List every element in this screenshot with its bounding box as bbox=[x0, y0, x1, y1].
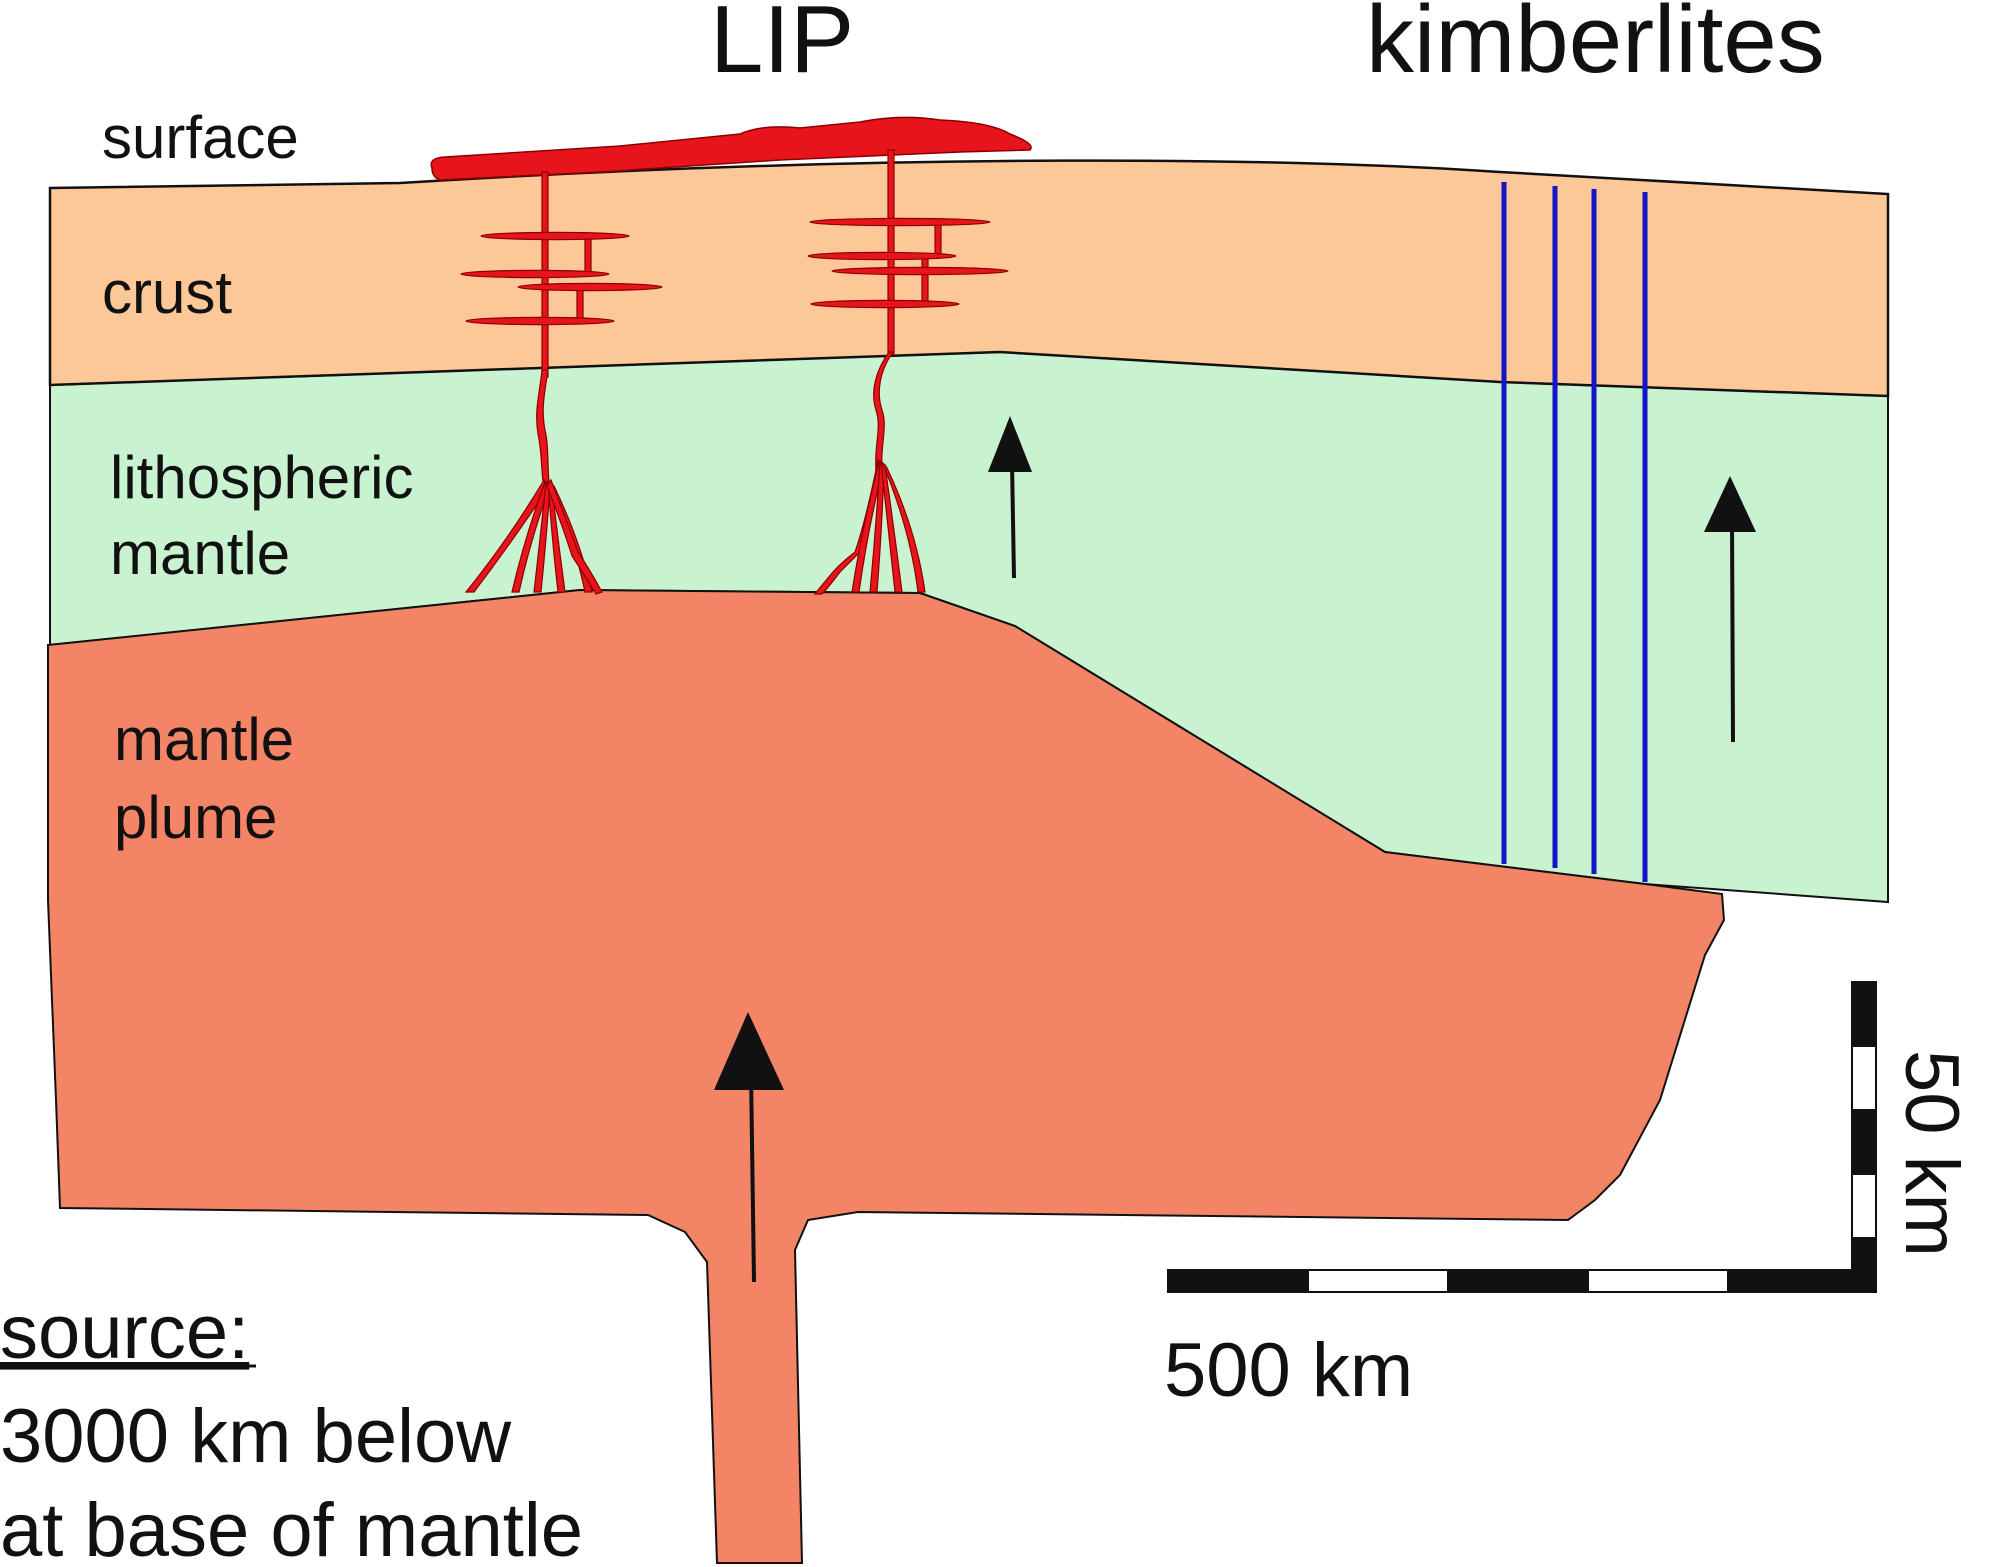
vertical-scale-label: 50 km bbox=[1889, 1050, 1974, 1257]
kimberlite-pipes bbox=[1501, 182, 1648, 882]
plume-rise-arrow bbox=[714, 1012, 784, 1283]
surface-label: surface bbox=[102, 104, 299, 171]
vertical-scale-bar bbox=[1851, 981, 1877, 1293]
lip-lava-flow bbox=[430, 116, 1032, 181]
horizontal-scale-label: 500 km bbox=[1164, 1328, 1413, 1413]
lip-heading: LIP bbox=[710, 0, 854, 93]
mantle-plume-label-line2: plume bbox=[114, 784, 277, 851]
crust-label: crust bbox=[102, 259, 232, 326]
lithospheric-mantle-label-line1: lithospheric bbox=[110, 444, 414, 511]
source-line-2: at base of mantle bbox=[0, 1488, 583, 1567]
horizontal-scale-bar bbox=[1167, 1269, 1877, 1293]
magma-feeder-system-right bbox=[807, 149, 1009, 595]
lithospheric-mantle-label-line2: mantle bbox=[110, 520, 290, 587]
uplift-arrow-kimberlite bbox=[1704, 476, 1756, 743]
source-heading: source: bbox=[0, 1290, 249, 1375]
magma-feeder-system-left bbox=[460, 171, 663, 595]
source-line-1: 3000 km below bbox=[0, 1394, 512, 1479]
kimberlites-heading: kimberlites bbox=[1366, 0, 1825, 93]
mantle-plume-body bbox=[47, 588, 1726, 1564]
uplift-arrow-lithosphere bbox=[988, 416, 1032, 579]
mantle-plume-label-line1: mantle bbox=[114, 706, 294, 773]
